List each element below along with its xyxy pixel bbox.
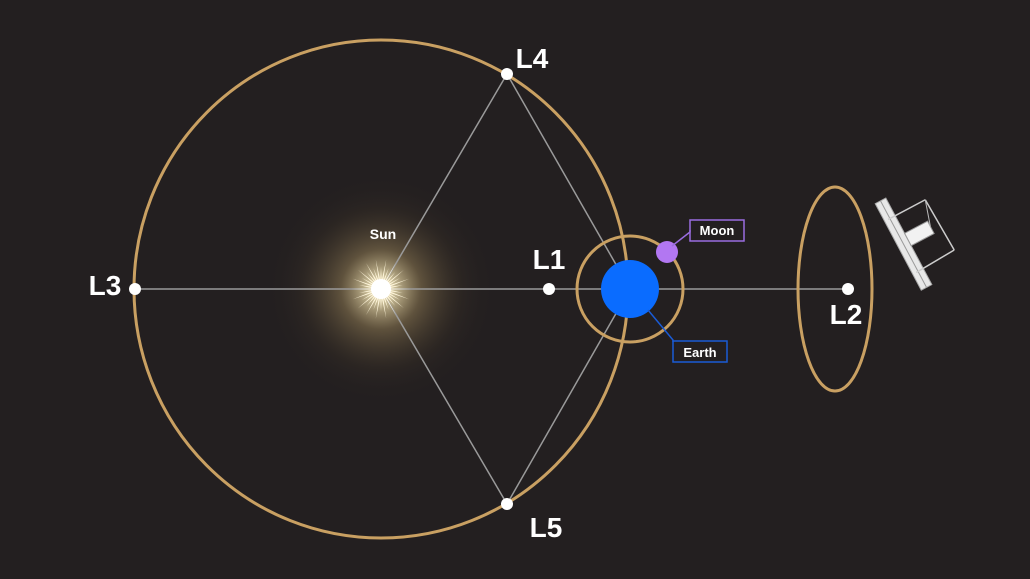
sun-ray (386, 269, 404, 285)
moon-callout-line (671, 230, 691, 247)
l4-earth-line (506, 73, 631, 290)
sun-ray (352, 291, 374, 300)
sun-ray (387, 278, 401, 286)
l3-point (129, 283, 141, 295)
sun-ray (386, 293, 404, 309)
sun-label: Sun (370, 226, 396, 242)
sun-core (371, 279, 391, 299)
sun-ray (352, 278, 374, 287)
sun-ray (388, 289, 403, 293)
sun-ray (351, 288, 374, 290)
sun-ray (385, 272, 396, 284)
sun-ray (359, 289, 374, 293)
earth-label: Earth (683, 345, 716, 360)
sun-ray (387, 292, 401, 300)
sun-ray (366, 294, 377, 306)
l1-point (543, 283, 555, 295)
l2-halo-orbit (796, 185, 874, 393)
sun-ray (359, 285, 374, 289)
moon-orbit (575, 234, 685, 344)
sun-ray (361, 292, 375, 300)
sun-ray (358, 293, 376, 309)
sun-rays (351, 259, 411, 319)
sun-ray (383, 268, 389, 282)
l5-earth-line (506, 288, 631, 505)
sun-ray (366, 263, 378, 283)
sun-ray (388, 291, 410, 300)
moon-label: Moon (700, 223, 735, 238)
l2-label: L2 (830, 299, 863, 330)
sun-l5-line (380, 288, 508, 505)
sun-ray (380, 296, 382, 311)
sun-ray (373, 268, 379, 282)
sun-l4-line (380, 73, 508, 290)
sun-ray (384, 263, 396, 283)
sun-ray (361, 278, 375, 286)
sun-ray (375, 296, 381, 319)
l5-point (501, 498, 513, 510)
earth-label-box (672, 340, 728, 363)
sun-ray (375, 259, 381, 282)
sun-ray (358, 269, 376, 285)
l1-label: L1 (533, 244, 566, 275)
l4-point (501, 68, 513, 80)
sun-ray (388, 285, 403, 289)
sun-ray (380, 267, 382, 282)
sun-ray (385, 294, 396, 306)
sun-ray (373, 296, 379, 310)
earth (601, 260, 659, 318)
triangle-lines (135, 73, 848, 505)
l5-label: L5 (530, 512, 563, 543)
sun-ray (366, 272, 377, 284)
sun-ray (384, 295, 396, 315)
sun-ray (381, 296, 387, 319)
sun-ray (381, 259, 387, 282)
sun-ray (366, 295, 378, 315)
sun-ray (383, 296, 389, 310)
l2-point (842, 283, 854, 295)
sun-ray (388, 288, 411, 290)
l3-label: L3 (89, 270, 122, 301)
moon-label-box (689, 219, 745, 242)
sun-ray (388, 278, 410, 287)
l4-label: L4 (516, 43, 549, 74)
space-telescope-icon (874, 197, 955, 291)
